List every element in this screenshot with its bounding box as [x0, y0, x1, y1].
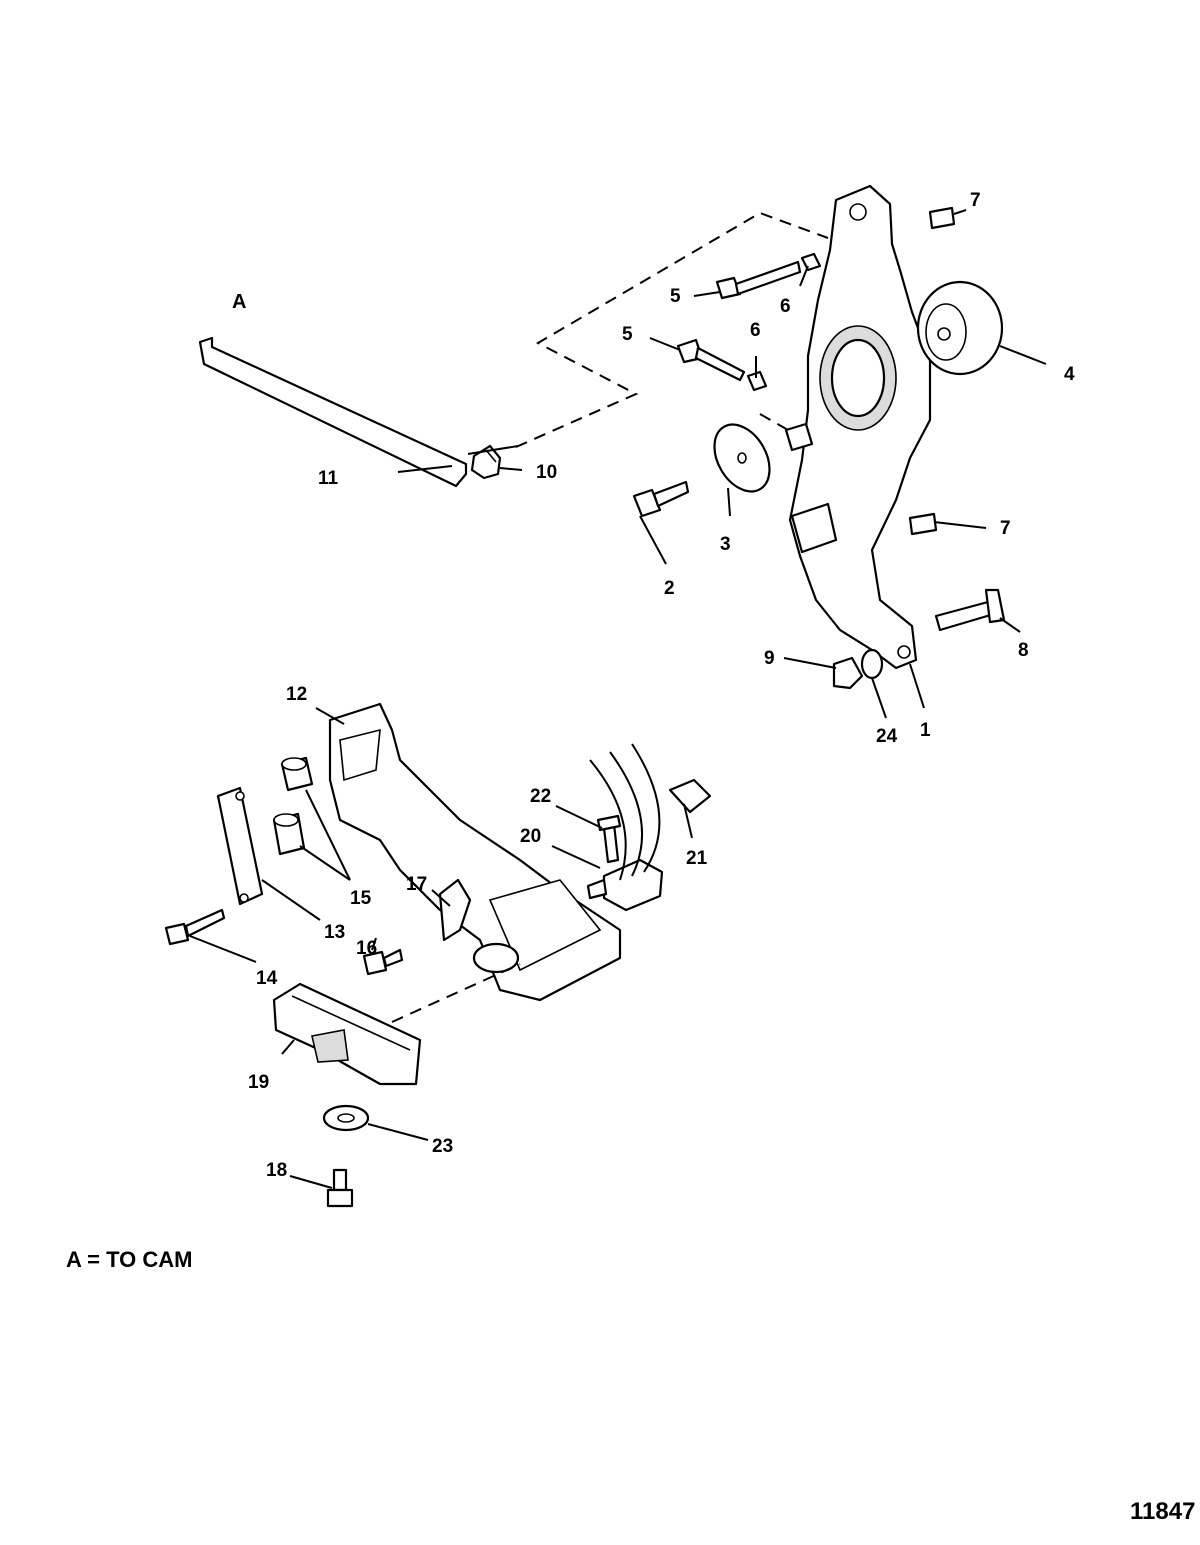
callout-8: 8	[1018, 640, 1029, 661]
shoulder-bolt	[934, 588, 1006, 632]
legend-note: A = TO CAM	[66, 1247, 193, 1272]
callout-7-upper: 7	[970, 190, 981, 211]
long-bolt	[164, 908, 226, 946]
washer-large	[713, 423, 771, 493]
roller	[916, 280, 1004, 376]
cable-clamp	[438, 878, 472, 942]
callout-13: 13	[324, 922, 345, 943]
callout-6-lower: 6	[750, 320, 761, 341]
callout-14: 14	[256, 968, 278, 989]
throttle-arm	[784, 184, 932, 670]
reference-label-a: A	[232, 291, 246, 313]
callout-20: 20	[520, 826, 541, 847]
lock-nut	[832, 656, 864, 690]
callout-12: 12	[286, 684, 307, 705]
switch-wires	[589, 743, 661, 881]
callout-21: 21	[686, 848, 708, 869]
figure-number: 11847	[1130, 1498, 1196, 1525]
callout-15: 15	[350, 888, 372, 909]
callout-24: 24	[876, 726, 898, 747]
callout-leaders	[189, 209, 1047, 1189]
callout-11: 11	[318, 468, 339, 489]
rod-clip	[470, 444, 502, 480]
bottom-bolt	[326, 1168, 354, 1208]
callout-4: 4	[1064, 364, 1075, 385]
callout-23: 23	[432, 1136, 453, 1157]
nut-upper	[800, 252, 822, 272]
short-bolt	[362, 948, 404, 976]
callout-17: 17	[406, 874, 427, 895]
link-rod	[198, 336, 468, 488]
pin-lower	[908, 512, 938, 536]
bolt	[632, 480, 690, 518]
callout-2: 2	[664, 578, 675, 599]
callout-18: 18	[266, 1160, 287, 1181]
assembly-dashed-line-mid	[759, 413, 796, 435]
switch-housing	[272, 982, 422, 1086]
flat-washer	[860, 648, 884, 680]
callout-22: 22	[530, 786, 551, 807]
callout-5-upper: 5	[670, 286, 681, 307]
cover-plate	[216, 786, 264, 906]
callout-7-lower: 7	[1000, 518, 1011, 539]
assembly-dashed-line-upper	[515, 211, 829, 448]
callout-9: 9	[764, 648, 775, 669]
callout-3: 3	[720, 534, 731, 555]
pin-upper	[928, 206, 956, 230]
callout-5-lower: 5	[622, 324, 633, 345]
callout-1: 1	[920, 720, 931, 741]
callout-19: 19	[248, 1072, 269, 1093]
assembly-dashed-line-lower	[391, 963, 521, 1023]
callout-6-upper: 6	[780, 296, 791, 317]
bushing-upper	[280, 756, 314, 792]
callout-10: 10	[536, 462, 557, 483]
wire-clip	[668, 778, 712, 814]
washer-bottom	[322, 1104, 370, 1132]
callout-16: 16	[356, 938, 377, 959]
bushing-lower	[272, 812, 306, 856]
mounting-bracket	[328, 702, 622, 1002]
neutral-switch	[586, 858, 664, 912]
switch-screw	[596, 814, 622, 864]
screw-lower	[676, 338, 746, 382]
screw-upper	[715, 260, 802, 300]
